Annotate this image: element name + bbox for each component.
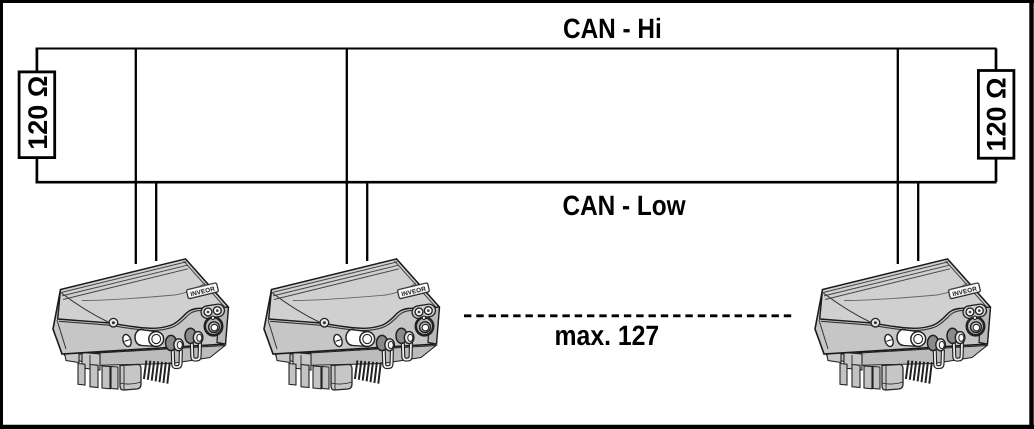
svg-text:CAN - Hi: CAN - Hi: [563, 13, 662, 44]
svg-text:CAN - Low: CAN - Low: [563, 190, 686, 221]
svg-text:max. 127: max. 127: [555, 320, 660, 351]
svg-text:120 Ω: 120 Ω: [982, 77, 1012, 151]
svg-text:120 Ω: 120 Ω: [23, 76, 53, 150]
